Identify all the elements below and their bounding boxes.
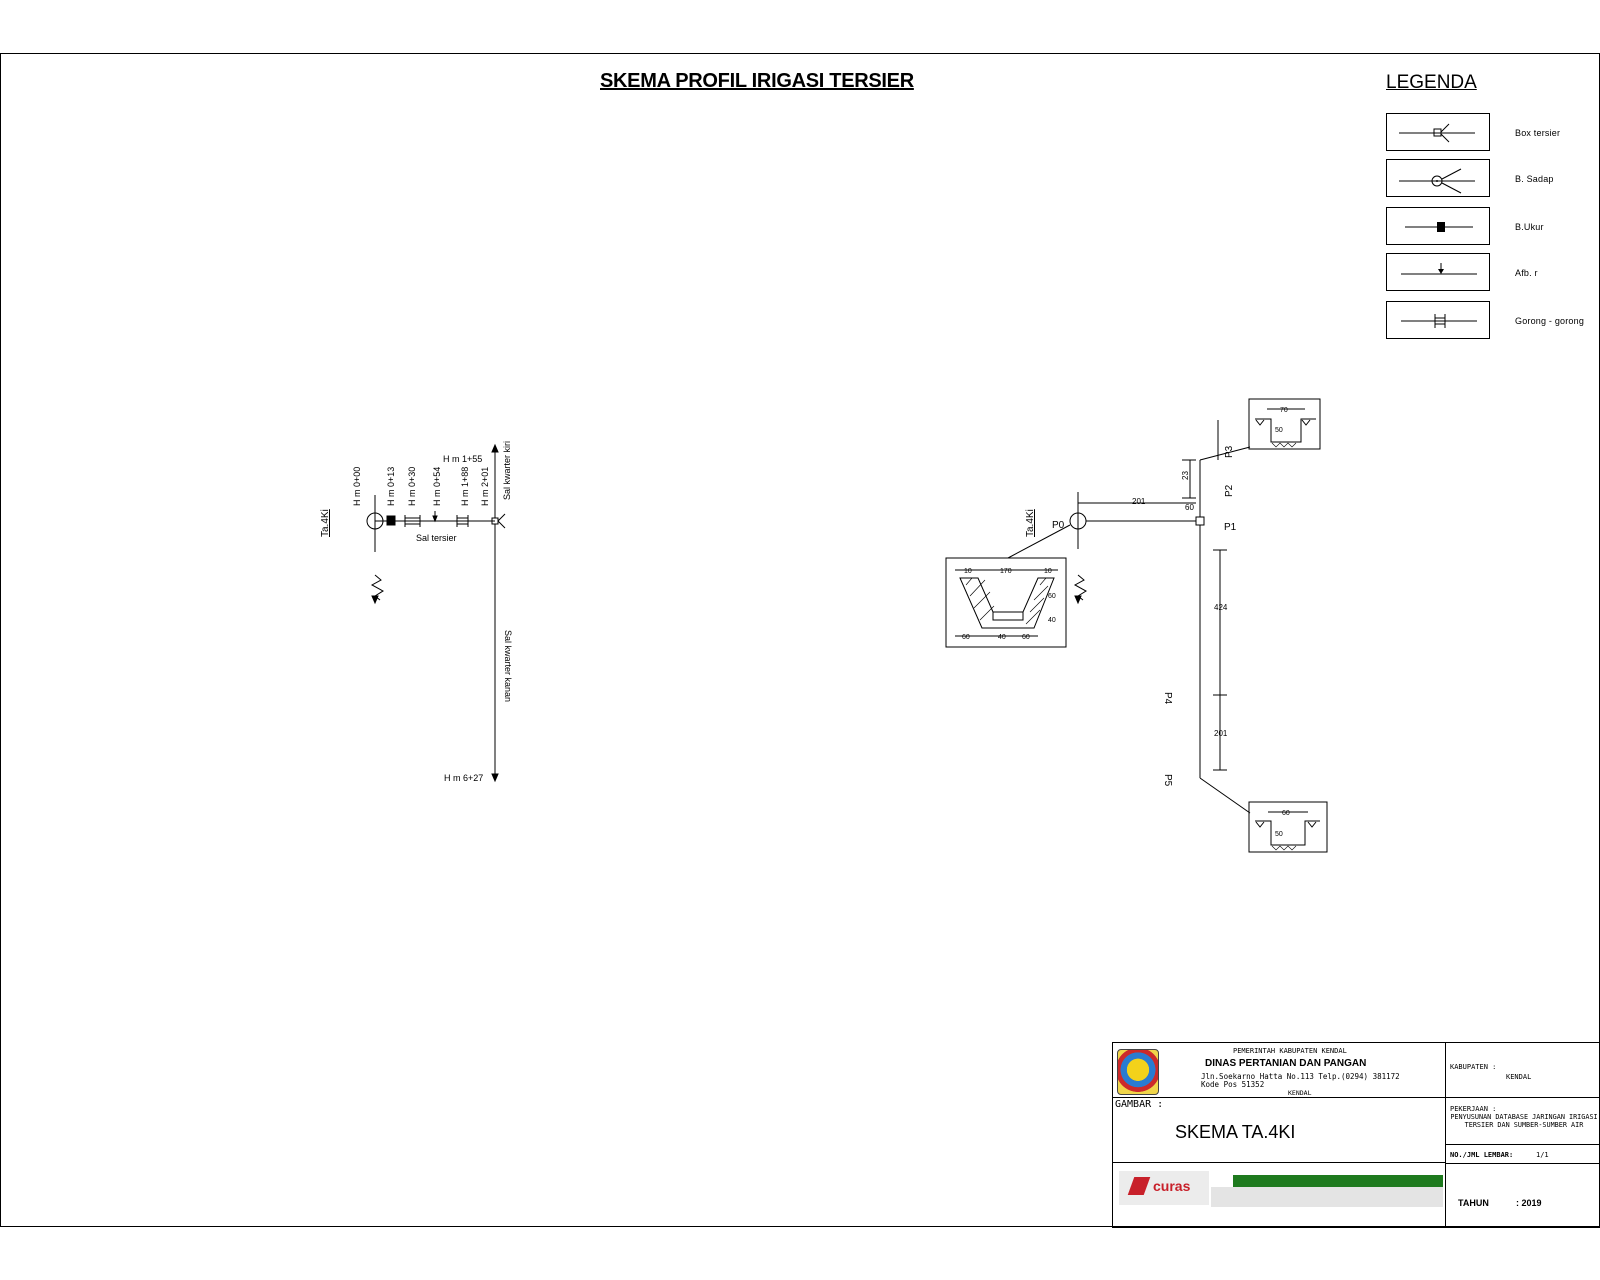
sec-a-right-0: 60 xyxy=(1048,593,1056,600)
left-labels: H m 0+00 H m 0+13 H m 0+30 H m 0+54 H m … xyxy=(352,441,513,783)
station-2: H m 0+30 xyxy=(407,467,417,506)
gov-logo xyxy=(1117,1049,1159,1095)
section-c xyxy=(1248,801,1328,853)
legend-box-ukur xyxy=(1386,207,1490,245)
kwarter-kanan-label: Sal kwarter kanan xyxy=(503,630,513,702)
box-tersier-icon xyxy=(1399,123,1475,143)
station-0: H m 0+00 xyxy=(352,467,362,506)
lembar-label: NO./JML LEMBAR: xyxy=(1450,1151,1514,1159)
station-1: H m 0+13 xyxy=(386,467,396,506)
dept-name: DINAS PERTANIAN DAN PANGAN xyxy=(1205,1058,1367,1069)
kabupaten-value: KENDAL xyxy=(1506,1073,1532,1081)
dim-main: 201 xyxy=(1132,497,1146,506)
legend-label-5: Gorong - gorong xyxy=(1515,316,1585,326)
legend-label-4: Afb. r xyxy=(1515,268,1538,278)
station-3: H m 0+54 xyxy=(432,467,442,506)
left-gorong-2 xyxy=(456,515,469,527)
lembar-value: 1/1 xyxy=(1536,1151,1549,1159)
point-p1: P1 xyxy=(1224,522,1237,533)
pekerjaan-value: PENYUSUNAN DATABASE JARINGAN IRIGASI TER… xyxy=(1450,1113,1598,1129)
point-p3: P3 xyxy=(1224,445,1235,458)
legend-box-afbouw xyxy=(1386,253,1490,291)
tb-gambar: GAMBAR : SKEMA TA.4KI xyxy=(1112,1097,1446,1163)
tahun-value: : 2019 xyxy=(1516,1198,1542,1208)
legend-label-1: Box tersier xyxy=(1515,128,1561,138)
sec-c-mid: 50 xyxy=(1275,831,1283,838)
consultant-name: curas xyxy=(1153,1178,1191,1194)
dept-address: Jln.Soekarno Hatta No.113 Telp.(0294) 38… xyxy=(1201,1072,1400,1081)
left-gorong-1 xyxy=(404,515,421,527)
left-schema: Ta.4Ki xyxy=(320,443,506,783)
gambar-value: SKEMA TA.4KI xyxy=(1175,1122,1296,1142)
dept-city: KENDAL xyxy=(1288,1089,1312,1097)
dept-postal: Kode Pos 51352 xyxy=(1201,1080,1265,1089)
legend-box-tersier xyxy=(1386,113,1490,151)
point-p5: P5 xyxy=(1162,774,1173,787)
green-stripe xyxy=(1233,1175,1443,1187)
grey-band xyxy=(1211,1187,1443,1207)
legend-box-sadap xyxy=(1386,159,1490,197)
tb-consultant: curas xyxy=(1112,1162,1446,1228)
left-afbouw xyxy=(432,511,438,523)
gov-name: PEMERINTAH KABUPATEN KENDAL xyxy=(1233,1047,1347,1055)
point-p0: P0 xyxy=(1052,520,1065,531)
section-a xyxy=(945,557,1067,648)
dim-long: 424 xyxy=(1214,603,1228,612)
station-5: H m 2+01 xyxy=(480,467,490,506)
legend-title: LEGENDA xyxy=(1386,72,1477,93)
station-4: H m 1+88 xyxy=(460,467,470,506)
kabupaten-label: KABUPATEN : xyxy=(1450,1063,1497,1071)
tb-pekerjaan: PEKERJAAN : PENYUSUNAN DATABASE JARINGAN… xyxy=(1445,1097,1600,1145)
sec-a-top-1: 170 xyxy=(1000,568,1012,575)
legend-label-2: B. Sadap xyxy=(1515,174,1554,184)
sec-a-bot-1: 40 xyxy=(998,634,1006,641)
tb-kabupaten: KABUPATEN : KENDAL xyxy=(1445,1042,1600,1098)
section-b xyxy=(1248,398,1321,450)
sec-b-mid: 50 xyxy=(1275,427,1283,434)
legend-box-gorong xyxy=(1386,301,1490,339)
section-c-labels: 60 50 xyxy=(1275,810,1290,838)
sec-a-bot-2: 60 xyxy=(1022,634,1030,641)
tb-header: PEMERINTAH KABUPATEN KENDAL DINAS PERTAN… xyxy=(1112,1042,1446,1098)
kwarter-kiri-label: Sal kwarter kiri xyxy=(502,441,512,500)
sec-c-top: 60 xyxy=(1282,810,1290,817)
left-schema-name: Ta.4Ki xyxy=(320,509,331,537)
right-labels: P0 P1 P2 P3 P4 P5 201 60 23 424 201 xyxy=(1052,445,1237,786)
right-schema-name: Ta.4Ki xyxy=(1025,509,1036,537)
sec-a-top-0: 10 xyxy=(964,568,972,575)
dim-small: 60 xyxy=(1185,503,1194,512)
bangunan-ukur-icon xyxy=(1405,222,1473,232)
gorong-gorong-icon xyxy=(1401,314,1477,328)
tb-lembar: NO./JML LEMBAR: 1/1 xyxy=(1445,1144,1600,1164)
sec-b-top: 70 xyxy=(1280,407,1288,414)
station-top: H m 1+55 xyxy=(443,454,482,464)
tahun-label: TAHUN xyxy=(1458,1198,1489,1208)
point-p4: P4 xyxy=(1162,692,1173,705)
p1-box xyxy=(1195,516,1205,526)
dim-lower: 201 xyxy=(1214,729,1228,738)
dim-top: 23 xyxy=(1181,471,1190,480)
sec-a-bot-0: 60 xyxy=(962,634,970,641)
point-p2: P2 xyxy=(1224,484,1235,497)
station-bottom: H m 6+27 xyxy=(444,773,483,783)
afbouw-icon xyxy=(1401,263,1477,275)
gambar-label: GAMBAR : xyxy=(1115,1099,1164,1110)
sec-a-top-2: 10 xyxy=(1044,568,1052,575)
section-a-labels: 10 170 10 60 40 60 40 60 xyxy=(962,568,1056,641)
section-b-labels: 70 50 xyxy=(1275,407,1288,434)
pekerjaan-label: PEKERJAAN : xyxy=(1450,1105,1497,1113)
left-ukur xyxy=(386,515,396,526)
bangunan-sadap-icon xyxy=(1399,168,1475,194)
right-schema: Ta.4Ki xyxy=(1007,420,1251,814)
tb-tahun: TAHUN : 2019 xyxy=(1445,1163,1600,1228)
canal-label: Sal tersier xyxy=(416,533,457,543)
legend-label-3: B.Ukur xyxy=(1515,222,1544,232)
page-title: SKEMA PROFIL IRIGASI TERSIER xyxy=(600,70,914,92)
sec-a-right-1: 40 xyxy=(1048,617,1056,624)
